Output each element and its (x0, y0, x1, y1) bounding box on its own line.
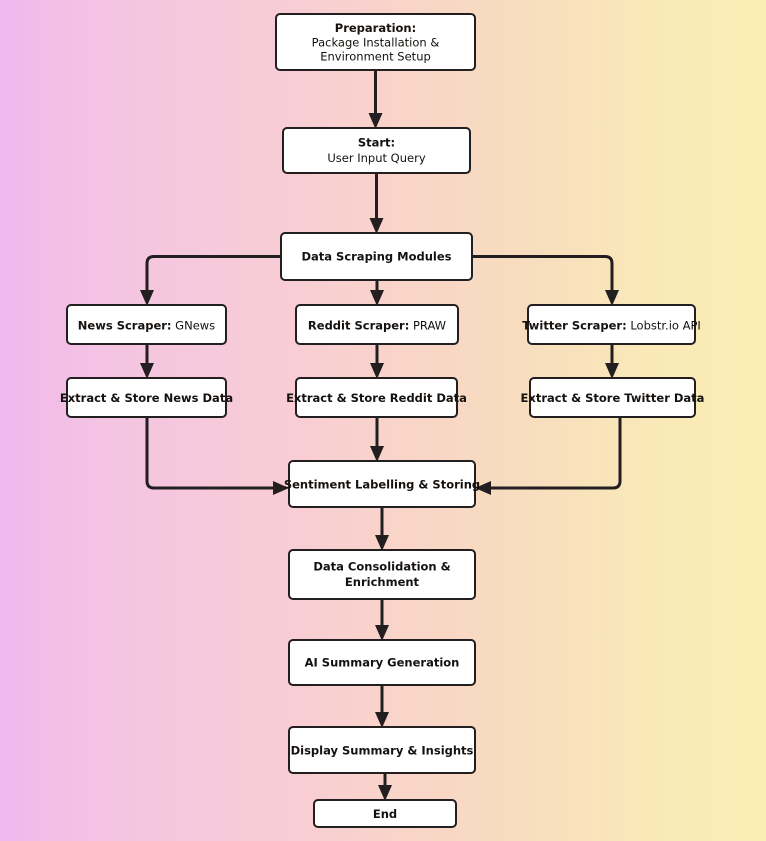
nodes-layer: Preparation: Package Installation & Envi… (60, 13, 705, 828)
preparation-line-2: Package Installation & (312, 36, 440, 50)
data-consolidation-line-2: Enrichment (345, 575, 420, 589)
twitter-scraper-node-box[interactable] (527, 304, 696, 345)
end-node[interactable]: End (313, 799, 457, 828)
extract-store-reddit-data-node-box[interactable] (295, 377, 458, 418)
extract-store-twitter-data-node-box[interactable] (529, 377, 696, 418)
edges-layer (140, 70, 622, 801)
sentiment-labelling-storing-node[interactable]: Sentiment Labelling & Storing (284, 460, 480, 508)
news-scraper-node[interactable]: News Scraper: GNews (66, 304, 227, 345)
ai-summary-generation-label: AI Summary Generation (305, 656, 460, 670)
reddit-scraper-label: Reddit Scraper: PRAW (308, 318, 446, 332)
extract-store-reddit-data-node[interactable]: Extract & Store Reddit Data (286, 377, 467, 418)
edge-twitter-scraper-to-extract-twitter (605, 344, 619, 379)
edge-reddit-scraper-to-extract-reddit (370, 344, 384, 379)
edge-preparation-to-start (368, 70, 383, 129)
twitter-scraper-label: Twitter Scraper: Lobstr.io API (522, 318, 701, 332)
edge-display-to-end (378, 773, 392, 801)
edge-modules-to-news-scraper (140, 255, 281, 306)
extract-store-reddit-data-label: Extract & Store Reddit Data (286, 391, 467, 405)
data-consolidation-line-1: Data Consolidation & (313, 560, 450, 574)
edge-consolidation-to-ai-summary (375, 599, 389, 641)
data-scraping-modules-node[interactable]: Data Scraping Modules (280, 232, 473, 281)
end-label: End (373, 807, 397, 821)
preparation-node-box[interactable] (275, 13, 476, 71)
ai-summary-generation-node-box[interactable] (288, 639, 476, 686)
extract-store-news-data-node-box[interactable] (66, 377, 227, 418)
edge-news-scraper-to-extract-news (140, 344, 154, 379)
data-scraping-modules-node-box[interactable] (280, 232, 473, 281)
sentiment-labelling-storing-label: Sentiment Labelling & Storing (284, 478, 480, 492)
extract-store-twitter-data-node[interactable]: Extract & Store Twitter Data (521, 377, 705, 418)
preparation-line-3: Environment Setup (320, 50, 431, 64)
start-line-1: Start: (358, 136, 395, 150)
data-scraping-modules-label: Data Scraping Modules (301, 250, 451, 264)
extract-store-twitter-data-label: Extract & Store Twitter Data (521, 391, 705, 405)
edge-ai-summary-to-display (375, 685, 389, 728)
edge-start-to-modules (369, 173, 384, 234)
ai-summary-generation-node[interactable]: AI Summary Generation (288, 639, 476, 686)
display-summary-insights-label: Display Summary & Insights (291, 744, 474, 758)
start-node-box[interactable] (282, 127, 471, 174)
news-scraper-label-rest: GNews (172, 318, 216, 332)
extract-store-news-data-label: Extract & Store News Data (60, 391, 233, 405)
edge-extract-twitter-to-sentiment (475, 417, 622, 495)
edge-extract-news-to-sentiment (145, 417, 289, 495)
news-scraper-label-bold: News Scraper: (78, 318, 172, 332)
data-consolidation-enrichment-node-box[interactable] (288, 549, 476, 600)
preparation-node[interactable]: Preparation: Package Installation & Envi… (275, 13, 476, 71)
news-scraper-node-box[interactable] (66, 304, 227, 345)
edge-modules-to-twitter-scraper (472, 255, 619, 306)
display-summary-insights-node[interactable]: Display Summary & Insights (288, 726, 476, 774)
reddit-scraper-label-bold: Reddit Scraper: (308, 318, 409, 332)
preparation-line-1: Preparation: (335, 21, 416, 35)
twitter-scraper-label-bold: Twitter Scraper: (522, 318, 626, 332)
twitter-scraper-label-rest: Lobstr.io API (627, 318, 701, 332)
sentiment-labelling-storing-node-box[interactable] (288, 460, 476, 508)
start-node[interactable]: Start: User Input Query (282, 127, 471, 174)
twitter-scraper-node[interactable]: Twitter Scraper: Lobstr.io API (522, 304, 701, 345)
edge-sentiment-to-consolidation (375, 507, 389, 551)
extract-store-news-data-node[interactable]: Extract & Store News Data (60, 377, 233, 418)
display-summary-insights-node-box[interactable] (288, 726, 476, 774)
reddit-scraper-node-box[interactable] (295, 304, 459, 345)
edge-extract-reddit-to-sentiment (370, 417, 384, 462)
start-line-2: User Input Query (327, 151, 425, 165)
data-consolidation-enrichment-node[interactable]: Data Consolidation & Enrichment (288, 549, 476, 600)
end-node-box[interactable] (313, 799, 457, 828)
reddit-scraper-label-rest: PRAW (409, 318, 446, 332)
news-scraper-label: News Scraper: GNews (78, 318, 215, 332)
reddit-scraper-node[interactable]: Reddit Scraper: PRAW (295, 304, 459, 345)
edge-modules-to-reddit-scraper (370, 280, 384, 306)
